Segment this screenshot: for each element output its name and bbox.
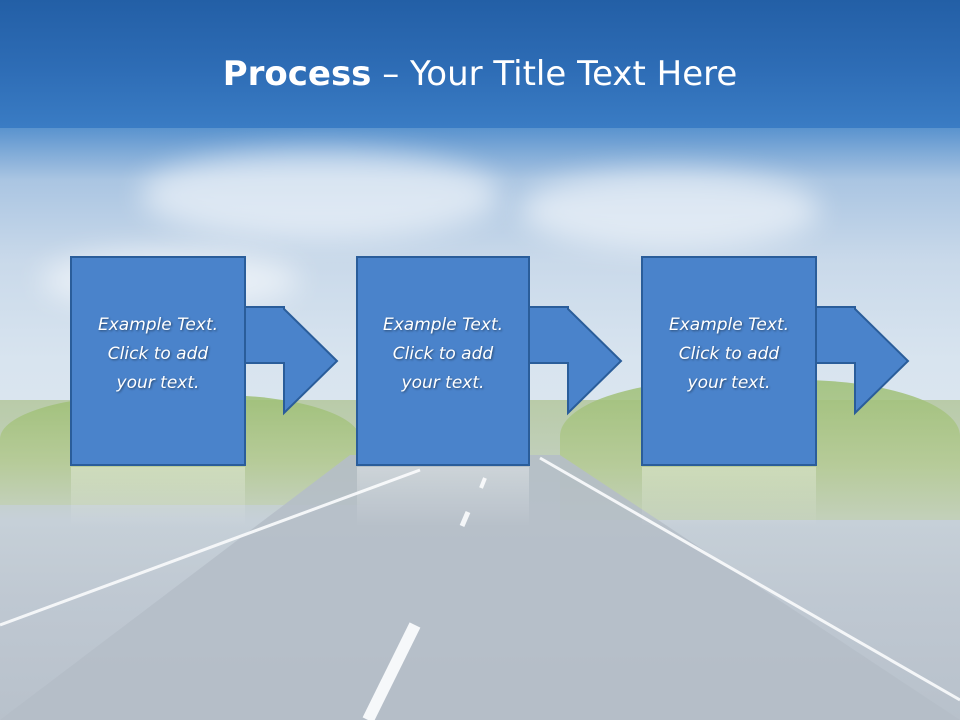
step-1-text[interactable]: Example Text. Click to add your text.: [71, 311, 245, 398]
step-1-line2: Click to add: [107, 344, 209, 364]
step-3-line2: Click to add: [678, 344, 780, 364]
step-3-line3: your text.: [687, 373, 771, 393]
step-2-line1: Example Text.: [382, 315, 504, 335]
title-rest-part: – Your Title Text Here: [371, 54, 738, 94]
step-2-shape: [356, 256, 623, 527]
process-step-3[interactable]: Example Text. Click to add your text.: [641, 256, 960, 527]
cloud-decoration: [140, 150, 500, 240]
step-2-line2: Click to add: [392, 344, 494, 364]
step-1-line1: Example Text.: [97, 315, 219, 335]
step-1-line3: your text.: [116, 373, 200, 393]
process-step-2[interactable]: Example Text. Click to add your text.: [356, 256, 697, 527]
slide-title[interactable]: Process – Your Title Text Here: [0, 52, 960, 96]
step-2-line3: your text.: [401, 373, 485, 393]
step-2-text[interactable]: Example Text. Click to add your text.: [357, 311, 529, 398]
cloud-decoration: [520, 170, 820, 250]
step-1-shape: [70, 256, 339, 527]
title-bold-part: Process: [222, 54, 372, 94]
step-3-line1: Example Text.: [668, 315, 790, 335]
process-step-1[interactable]: Example Text. Click to add your text.: [70, 256, 411, 527]
step-3-text[interactable]: Example Text. Click to add your text.: [642, 311, 816, 398]
step-3-shape: [641, 256, 910, 527]
header-band: [0, 0, 960, 128]
